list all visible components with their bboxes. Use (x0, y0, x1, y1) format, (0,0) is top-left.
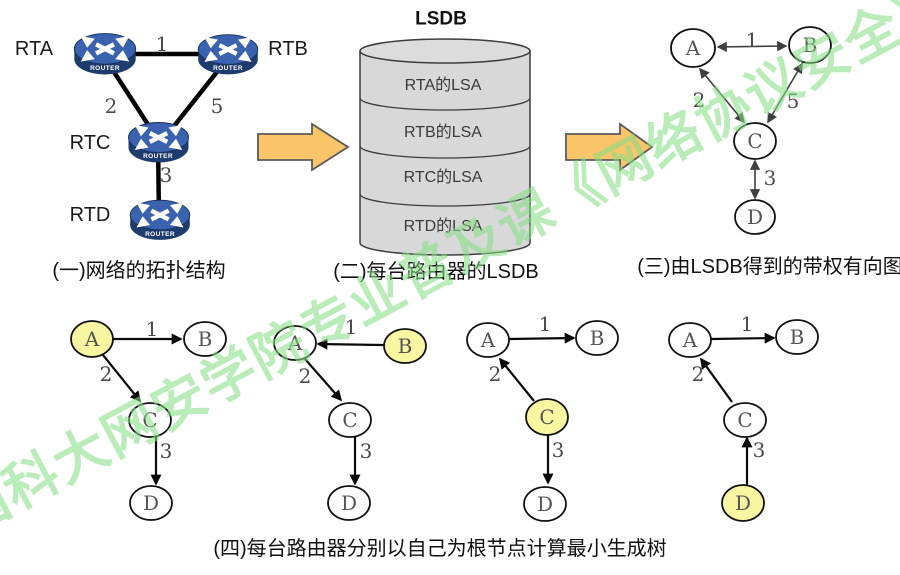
tree-root-a-edges (102, 333, 183, 486)
link-cost-rta-rtc: 2 (104, 94, 118, 118)
tree2-weight-3: 3 (359, 439, 373, 463)
tree4-node-a: A (682, 328, 698, 352)
tree2-node-b: B (397, 334, 413, 358)
tree1-node-a: A (84, 327, 100, 351)
router-badge: ROUTER (143, 152, 173, 160)
graph-node-d: D (746, 205, 764, 229)
graph-node-a: A (685, 36, 701, 60)
lsdb-cylinder (359, 38, 531, 256)
lsdb-title: LSDB (415, 8, 467, 30)
link-cost-rta-rtb: 1 (155, 32, 169, 56)
graph-weight-ac: 2 (692, 88, 706, 112)
router-badge: ROUTER (213, 64, 243, 72)
flow-arrow-1-icon (257, 122, 350, 172)
tree3-weight-2: 2 (488, 362, 502, 386)
tree-root-b-edges (304, 338, 385, 486)
caption-spanning-trees: (四)每台路由器分别以自己为根节点计算最小生成树 (213, 538, 667, 560)
tree2-weight-1: 1 (344, 315, 358, 339)
lsdb-entry-rtd: RTD的LSA (403, 218, 483, 235)
graph-weight-ab: 1 (745, 28, 759, 52)
lsdb-entry-rta: RTA的LSA (404, 77, 482, 94)
tree-root-d-nodes (668, 319, 819, 522)
tree-root-d-edges (700, 332, 776, 486)
tree-root-c-edges (498, 332, 576, 485)
router-label-rtd: RTD (69, 204, 111, 226)
tree3-weight-1: 1 (538, 312, 552, 336)
tree3-weight-3: 3 (551, 438, 565, 462)
weighted-graph-edges (699, 40, 803, 200)
router-label-rtb: RTB (268, 38, 308, 60)
tree4-weight-2: 2 (691, 362, 705, 386)
tree3-node-c: C (539, 405, 555, 429)
router-badge: ROUTER (90, 64, 120, 72)
weighted-graph-nodes (670, 26, 832, 235)
tree2-node-d: D (340, 491, 358, 515)
tree-root-c-nodes (466, 320, 619, 522)
graph-node-c: C (747, 129, 763, 153)
tree4-weight-3: 3 (752, 438, 766, 462)
link-cost-rtc-rtd: 3 (159, 163, 173, 187)
graph-weight-cd: 3 (763, 166, 777, 190)
tree4-node-b: B (789, 325, 805, 349)
tree3-node-d: D (536, 492, 554, 516)
tree2-weight-2: 2 (298, 364, 312, 388)
tree2-node-c: C (342, 408, 358, 432)
tree1-node-b: B (197, 327, 213, 351)
tree4-node-c: C (737, 408, 753, 432)
router-label-rta: RTA (14, 38, 54, 60)
lsdb-entry-rtc: RTC的LSA (403, 169, 483, 186)
lsdb-entry-rtb: RTB的LSA (404, 124, 482, 141)
tree-root-b-nodes (273, 325, 427, 521)
tree1-weight-2: 2 (99, 362, 113, 386)
flow-arrow-2-icon (565, 122, 654, 172)
caption-graph: (三)由LSDB得到的带权有向图 (637, 256, 900, 278)
router-label-rtc: RTC (69, 132, 111, 154)
tree4-weight-1: 1 (740, 312, 754, 336)
tree2-node-a: A (287, 331, 303, 355)
tree4-node-d: D (734, 491, 752, 515)
link-cost-rtb-rtc: 5 (210, 94, 224, 118)
caption-lsdb: (二)每台路由器的LSDB (333, 261, 539, 283)
tree1-node-d: D (142, 491, 160, 515)
tree1-node-c: C (142, 408, 158, 432)
tree3-node-a: A (480, 328, 496, 352)
graph-node-b: B (802, 33, 818, 57)
tree1-weight-3: 3 (159, 439, 173, 463)
graph-weight-bc: 5 (786, 89, 800, 113)
tree3-node-b: B (589, 326, 605, 350)
tree-root-a-nodes (70, 320, 227, 521)
caption-topology: (一)网络的拓扑结构 (52, 260, 226, 282)
router-badge: ROUTER (145, 230, 175, 238)
tree1-weight-1: 1 (145, 317, 159, 341)
